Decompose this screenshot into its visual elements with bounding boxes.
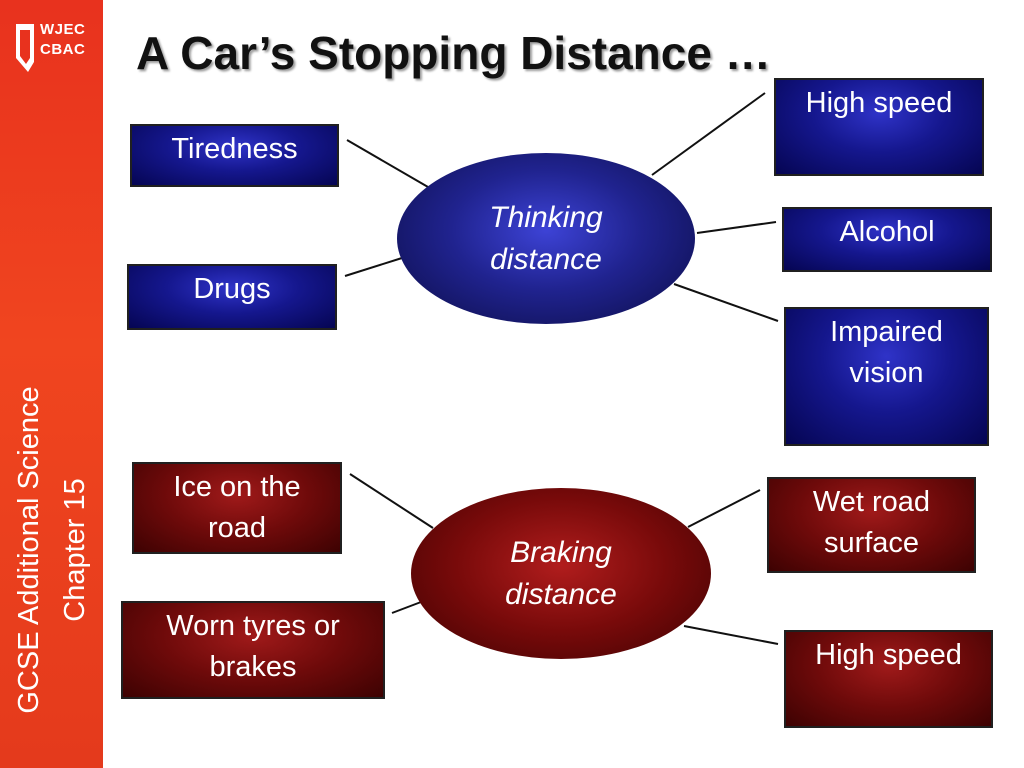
thinking-distance-label: Thinking distance <box>489 200 603 276</box>
factor-high-speed-braking-label: High speed <box>815 639 962 671</box>
factor-worn-label: Worn tyres or brakes <box>166 610 340 683</box>
factor-drugs-label: Drugs <box>193 273 271 305</box>
connector-high-speed-braking <box>683 625 779 645</box>
braking-distance-node: Braking distance <box>411 488 711 659</box>
connector-tiredness <box>346 139 429 188</box>
factor-high-speed-thinking-label: High speed <box>805 87 953 119</box>
factor-high-speed-braking: High speed <box>784 630 993 728</box>
connector-alcohol <box>696 221 777 234</box>
connector-high-speed-thinking <box>651 92 766 176</box>
factor-wet: Wet road surface <box>767 477 976 573</box>
sidebar: WJEC CBAC GCSE Additional Science Chapte… <box>0 0 103 768</box>
factor-drugs: Drugs <box>127 264 337 330</box>
factor-worn: Worn tyres or brakes <box>121 601 385 699</box>
factor-tiredness-label: Tiredness <box>171 133 298 165</box>
braking-distance-label: Braking distance <box>505 535 617 611</box>
factor-ice: Ice on the road <box>132 462 342 554</box>
slide-title: A Car’s Stopping Distance … <box>136 27 771 79</box>
logo-line-2: CBAC <box>40 41 86 58</box>
factor-impaired-vision: Impaired vision <box>784 307 989 446</box>
factor-impaired-vision-label: Impaired vision <box>830 316 943 389</box>
connector-wet <box>687 489 761 528</box>
factor-tiredness: Tiredness <box>130 124 339 187</box>
wjec-cbac-logo: WJEC CBAC <box>14 20 88 76</box>
logo-text: WJEC CBAC <box>40 20 88 76</box>
connector-ice <box>349 473 434 529</box>
factor-alcohol-label: Alcohol <box>839 216 935 248</box>
logo-mark-icon <box>16 24 34 72</box>
factor-alcohol: Alcohol <box>782 207 992 272</box>
connector-drugs <box>344 257 403 277</box>
logo-line-1: WJEC <box>40 21 86 38</box>
thinking-distance-node: Thinking distance <box>397 153 695 324</box>
connector-worn <box>391 601 422 614</box>
factor-high-speed-thinking: High speed <box>774 78 984 176</box>
connector-impaired-vision <box>673 283 779 322</box>
factor-wet-label: Wet road surface <box>812 486 931 559</box>
factor-ice-label: Ice on the road <box>173 471 301 544</box>
